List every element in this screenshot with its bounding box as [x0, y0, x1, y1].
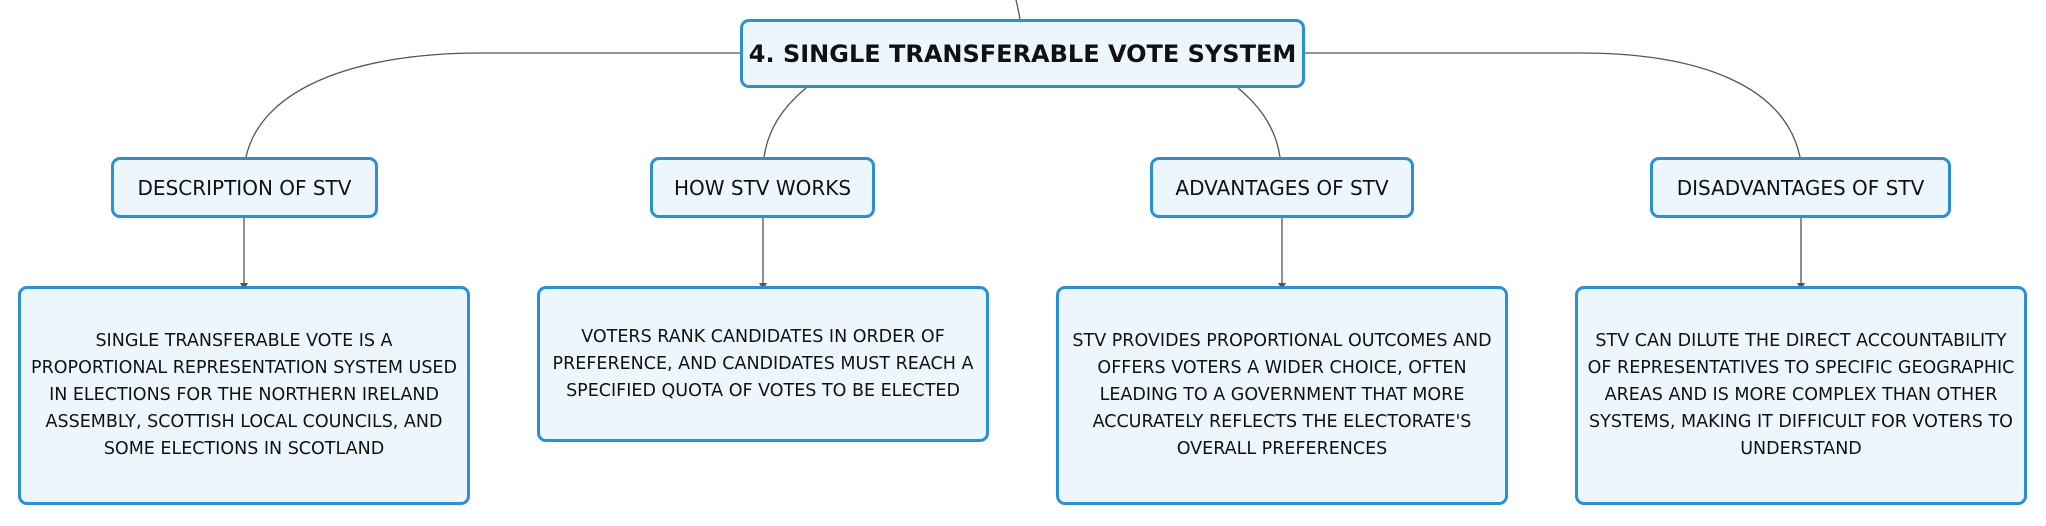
detail-text: SINGLE TRANSFERABLE VOTE IS A PROPORTION… [31, 331, 457, 459]
detail-disadvantages-of-stv[interactable]: STV CAN DILUTE THE DIRECT ACCOUNTABILITY… [1575, 286, 2027, 505]
branch-disadvantages-of-stv[interactable]: DISADVANTAGES OF STV [1650, 157, 1951, 218]
connector-root-to-branch-2 [763, 87, 807, 158]
detail-text: STV CAN DILUTE THE DIRECT ACCOUNTABILITY… [1587, 331, 2015, 459]
connector-root-to-branch-4 [1305, 52, 1801, 158]
branch-label: DISADVANTAGES OF STV [1676, 175, 1925, 200]
root-topic[interactable]: 4. SINGLE TRANSFERABLE VOTE SYSTEM [740, 19, 1305, 88]
detail-text: VOTERS RANK CANDIDATES IN ORDER OF PREFE… [552, 326, 974, 401]
connector-top [1015, 0, 1021, 20]
branch-advantages-of-stv[interactable]: ADVANTAGES OF STV [1150, 157, 1414, 218]
branch-label: ADVANTAGES OF STV [1175, 175, 1389, 200]
root-topic-label: 4. SINGLE TRANSFERABLE VOTE SYSTEM [748, 39, 1297, 68]
branch-label: HOW STV WORKS [673, 175, 852, 200]
connector-root-to-branch-1 [245, 52, 742, 158]
detail-text: STV PROVIDES PROPORTIONAL OUTCOMES AND O… [1072, 331, 1492, 459]
branch-description-of-stv[interactable]: DESCRIPTION OF STV [111, 157, 378, 218]
branch-label: DESCRIPTION OF STV [137, 175, 352, 200]
detail-advantages-of-stv[interactable]: STV PROVIDES PROPORTIONAL OUTCOMES AND O… [1056, 286, 1508, 505]
detail-how-stv-works[interactable]: VOTERS RANK CANDIDATES IN ORDER OF PREFE… [537, 286, 989, 442]
detail-description-of-stv[interactable]: SINGLE TRANSFERABLE VOTE IS A PROPORTION… [18, 286, 470, 505]
connector-root-to-branch-3 [1237, 87, 1281, 158]
branch-how-stv-works[interactable]: HOW STV WORKS [650, 157, 875, 218]
